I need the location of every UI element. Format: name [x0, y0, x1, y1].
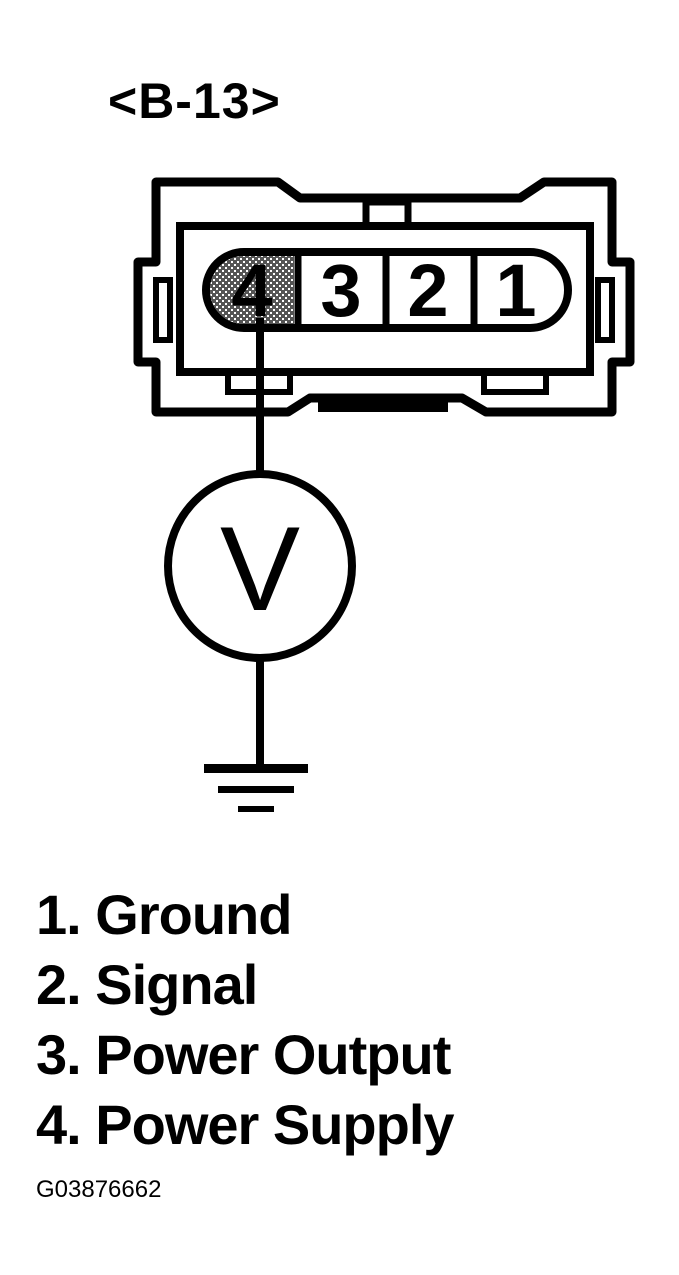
connector-bottom-foot-right [481, 369, 549, 395]
connector-label: <B-13> [108, 73, 281, 129]
legend-item-signal: 2. Signal [36, 953, 258, 1016]
figure-id: G03876662 [36, 1176, 162, 1203]
connector-inner-frame [176, 222, 594, 376]
ground-icon [204, 764, 308, 812]
voltmeter-icon: V [164, 470, 356, 662]
connector-bottom-rail [318, 398, 448, 412]
connector-side-latch-right [595, 277, 615, 343]
connector-side-latch-left [153, 277, 173, 343]
pin-label-1: 1 [495, 249, 536, 332]
legend-item-power-output: 3. Power Output [36, 1023, 451, 1086]
legend-item-ground: 1. Ground [36, 883, 292, 946]
connector-diagram: 4 3 2 1 V [133, 177, 635, 812]
connector-key-tab [362, 198, 412, 230]
pin-label-3: 3 [320, 249, 361, 332]
pin-legend: 1. Ground 2. Signal 3. Power Output 4. P… [36, 880, 455, 1160]
pin-label-4: 4 [231, 249, 272, 332]
connector-housing [133, 177, 635, 417]
svg-text:V: V [220, 502, 300, 636]
pin-label-2: 2 [407, 249, 448, 332]
pin-4-cavity [210, 256, 294, 324]
legend-item-power-supply: 4. Power Supply [36, 1093, 455, 1156]
